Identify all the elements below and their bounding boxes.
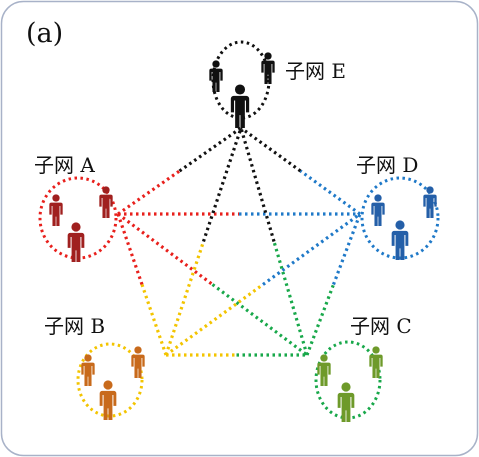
subnet-b-label: 子网 B <box>44 314 105 338</box>
inter-subnet-links <box>116 126 362 357</box>
panel-label: (a) <box>26 18 63 49</box>
subnet-c-label: 子网 C <box>350 314 412 338</box>
link-b-d <box>165 283 264 357</box>
subnet-d-ring <box>360 176 440 260</box>
link-d-e <box>240 126 302 173</box>
link-b-e <box>164 240 206 356</box>
subnet-e-label: 子网 E <box>285 59 346 83</box>
link-c-e <box>272 241 309 356</box>
link-a-b <box>116 213 144 286</box>
link-c-d <box>305 283 335 356</box>
subnet-b-ring <box>76 342 144 418</box>
subnet-c-group: 子网 C <box>314 314 412 422</box>
subnet-d-group: 子网 D <box>356 153 440 260</box>
link-b-e <box>201 127 243 243</box>
link-c-d <box>332 213 362 286</box>
subnet-a-label: 子网 A <box>34 153 95 177</box>
subnet-a-group: 子网 A <box>34 153 118 262</box>
subnet-b-group: 子网 B <box>44 314 145 420</box>
link-d-e <box>299 169 361 216</box>
link-a-e <box>117 169 181 216</box>
link-c-e <box>239 127 276 242</box>
subnet-e-group: 子网 E <box>209 40 346 128</box>
subnet-d-label: 子网 D <box>356 153 418 177</box>
link-a-e <box>178 126 242 173</box>
link-a-b <box>140 283 168 356</box>
link-a-c <box>117 212 214 286</box>
link-b-d <box>262 212 361 286</box>
link-a-c <box>211 283 308 357</box>
